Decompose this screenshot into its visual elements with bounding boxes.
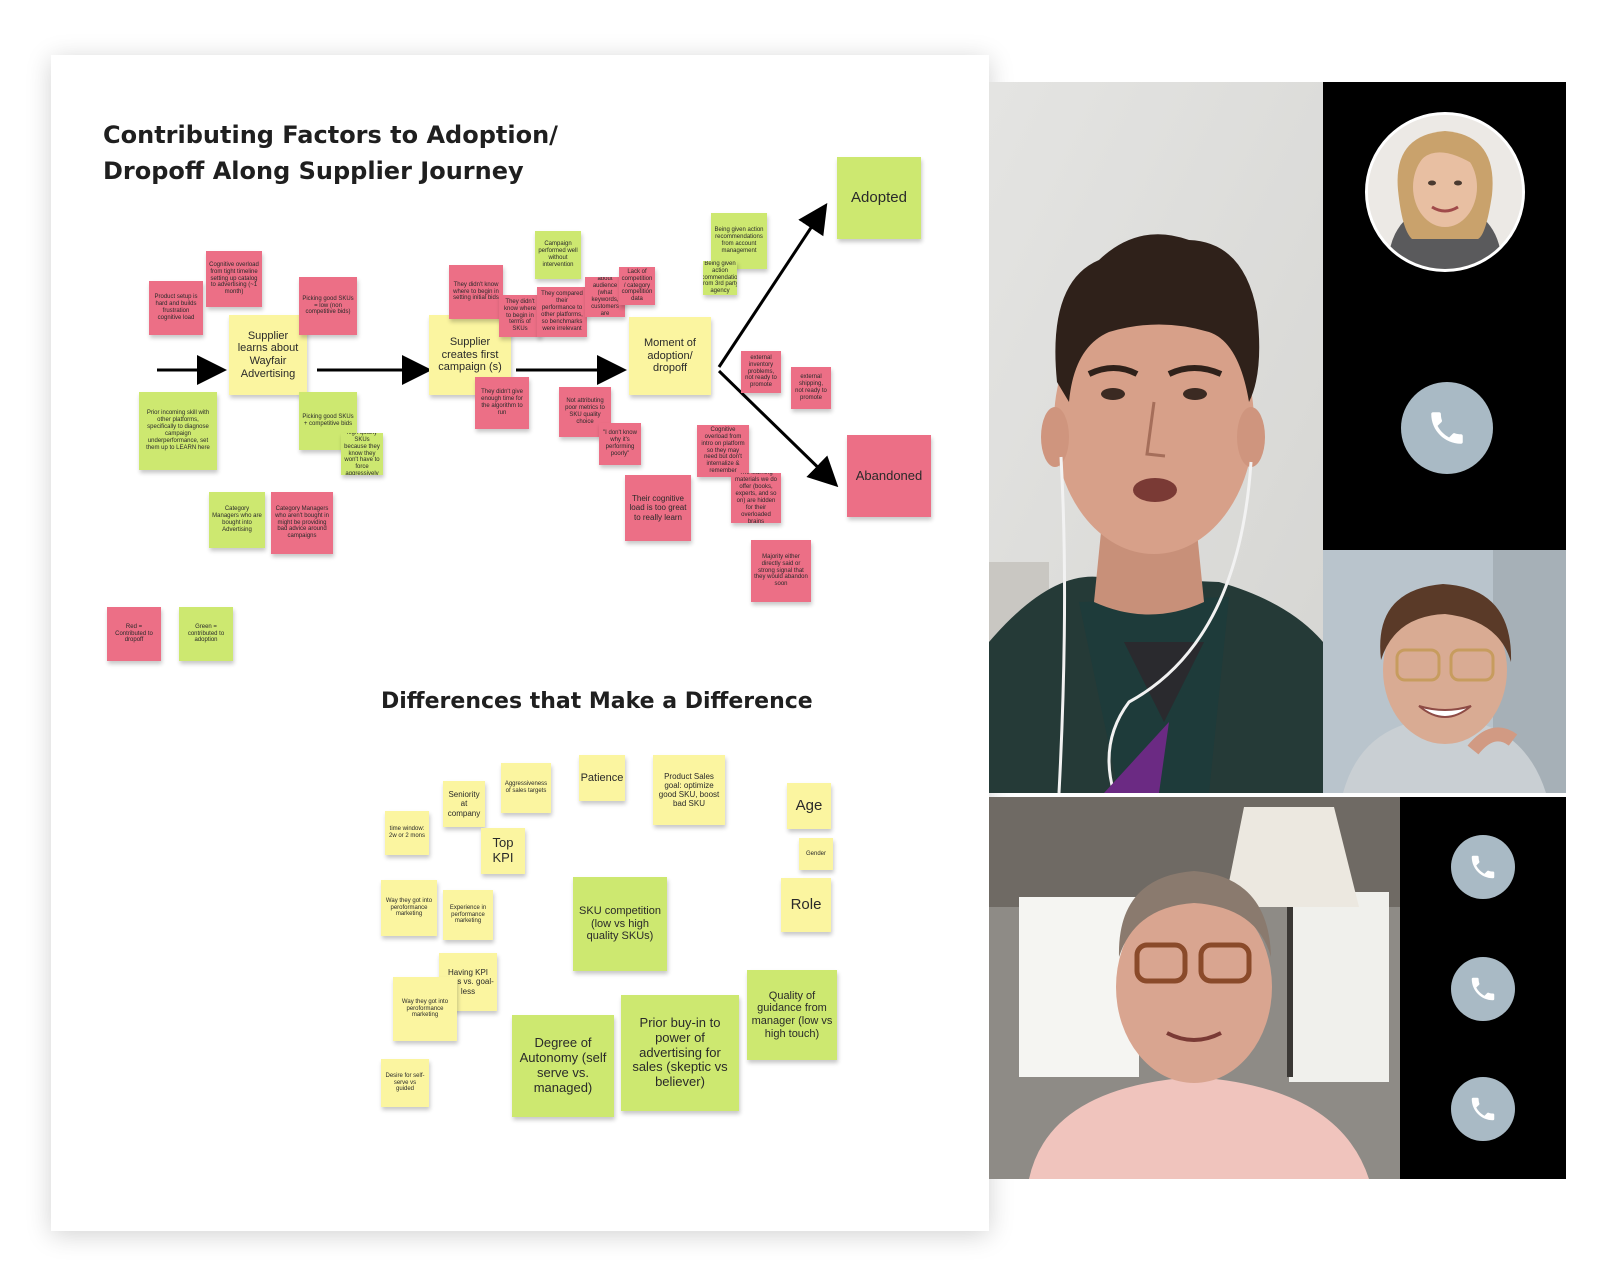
note-didnt-know-skus: They didn't know where to begin in terms…: [499, 295, 541, 337]
diff-way-they-got-1: Way they got into peroformance marketing: [381, 880, 437, 936]
title-line-1: Contributing Factors to Adoption/: [103, 121, 558, 149]
note-didnt-know-bids: They didn't know where to begin in setti…: [449, 265, 503, 319]
note-cognitive-overload-timeline: Cognitive overload from tight timeline s…: [206, 251, 262, 307]
participant-bottom-image: [989, 797, 1400, 1179]
diff-prior-buy-in: Prior buy-in to power of advertising for…: [621, 995, 739, 1111]
avatar-image: [1368, 115, 1522, 269]
note-didnt-give-time: They didn't give enough time for the alg…: [475, 377, 529, 429]
note-dont-know-why: "I don't know why it's performing poorly…: [599, 423, 641, 465]
stage-supplier-learns: Supplier learns about Wayfair Advertisin…: [229, 315, 307, 395]
board-title: Contributing Factors to Adoption/ Dropof…: [103, 117, 558, 189]
phone-icon: [1471, 855, 1495, 879]
legend-green: Green = contributed to adoption: [179, 607, 233, 661]
diff-seniority: Seniority at company: [443, 781, 485, 827]
diff-patience: Patience: [579, 755, 625, 801]
video-participant-bottom[interactable]: [989, 797, 1400, 1179]
outcome-abandoned: Abandoned: [847, 435, 931, 517]
call-button-1[interactable]: [1401, 382, 1493, 474]
diff-product-sales-goal: Product Sales goal: optimize good SKU, b…: [653, 755, 725, 825]
video-participant-large[interactable]: [989, 82, 1323, 793]
diff-role: Role: [781, 878, 831, 932]
legend-red: Red = Contributed to dropoff: [107, 607, 161, 661]
phone-icon: [1471, 977, 1495, 1001]
diff-gender: Gender: [799, 838, 833, 870]
diff-time-window: time window: 2w or 2 mons: [385, 811, 429, 855]
outcome-adopted: Adopted: [837, 157, 921, 239]
title-line-2: Dropoff Along Supplier Journey: [103, 157, 524, 185]
arrow-to-abandoned: [717, 369, 839, 488]
note-not-enough-data: Not having enough data about audience (w…: [585, 277, 625, 317]
note-action-recommendations-agency: Being given action recommendations from …: [703, 261, 737, 295]
tile-participant-avatar[interactable]: [1323, 82, 1566, 550]
phone-icon: [1471, 1097, 1495, 1121]
arrow-to-adopted: [717, 202, 828, 368]
section-title-differences: Differences that Make a Difference: [381, 689, 813, 714]
stage-moment-adoption: Moment of adoption/ dropoff: [629, 317, 711, 395]
note-sees-value: Sees value high quality SKUs because the…: [341, 433, 383, 475]
note-prior-incoming-skill: Prior incoming skill with other platform…: [139, 392, 217, 470]
diff-aggressiveness: Aggressiveness of sales targets: [501, 763, 551, 813]
note-majority-abandon: Majority either directly said or strong …: [751, 540, 811, 602]
tile-call-controls: [1400, 797, 1566, 1179]
note-compared-performance: They compared their performance to other…: [537, 287, 587, 337]
note-picking-good-skus-low: Picking good SKUs = low (non competitive…: [299, 277, 357, 335]
diff-experience-perf-marketing: Experience in performance marketing: [443, 890, 493, 940]
call-button-4[interactable]: [1451, 1077, 1515, 1141]
diff-way-they-got-2: Way they got into peroformance marketing: [393, 977, 457, 1041]
video-participant-small[interactable]: [1323, 550, 1566, 793]
note-product-setup: Product setup is hard and builds frustra…: [149, 281, 203, 335]
note-external-shipping: external shipping, not ready to promote: [791, 367, 831, 409]
diff-age: Age: [787, 783, 831, 829]
diff-degree-of-autonomy: Degree of Autonomy (self serve vs. manag…: [512, 1015, 614, 1117]
note-campaign-performed-well: Campaign performed well without interven…: [535, 231, 581, 279]
note-category-managers-bought: Category Managers who are bought into Ad…: [209, 492, 265, 548]
note-learning-materials: The learning materials we do offer (book…: [731, 473, 781, 523]
journey-arrows: [157, 202, 839, 488]
note-external-inventory: external inventory problems, not ready t…: [741, 351, 781, 393]
phone-icon: [1431, 412, 1463, 444]
avatar: [1365, 112, 1525, 272]
call-button-3[interactable]: [1451, 957, 1515, 1021]
participant-large-image: [989, 82, 1323, 793]
note-lack-of-competition: Lack of competition / category competiti…: [619, 267, 655, 305]
diff-quality-of-guidance: Quality of guidance from manager (low vs…: [747, 970, 837, 1060]
diff-top-kpi: Top KPI: [481, 828, 525, 874]
call-button-2[interactable]: [1451, 835, 1515, 899]
diff-sku-competition: SKU competition (low vs high quality SKU…: [573, 877, 667, 971]
note-category-managers-not-bought: Category Managers who aren't bought in m…: [271, 492, 333, 554]
note-action-recommendations-am: Being given action recommendations from …: [711, 213, 767, 269]
diff-desire-self-serve: Desire for self-serve vs guided: [381, 1059, 429, 1107]
note-cognitive-overload-intro: Cognitive overload from intro on platfor…: [697, 425, 749, 477]
participant-small-image: [1323, 550, 1566, 793]
note-cognitive-load-too-great: Their cognitive load is too great to rea…: [625, 475, 691, 541]
whiteboard: Contributing Factors to Adoption/ Dropof…: [51, 55, 989, 1231]
